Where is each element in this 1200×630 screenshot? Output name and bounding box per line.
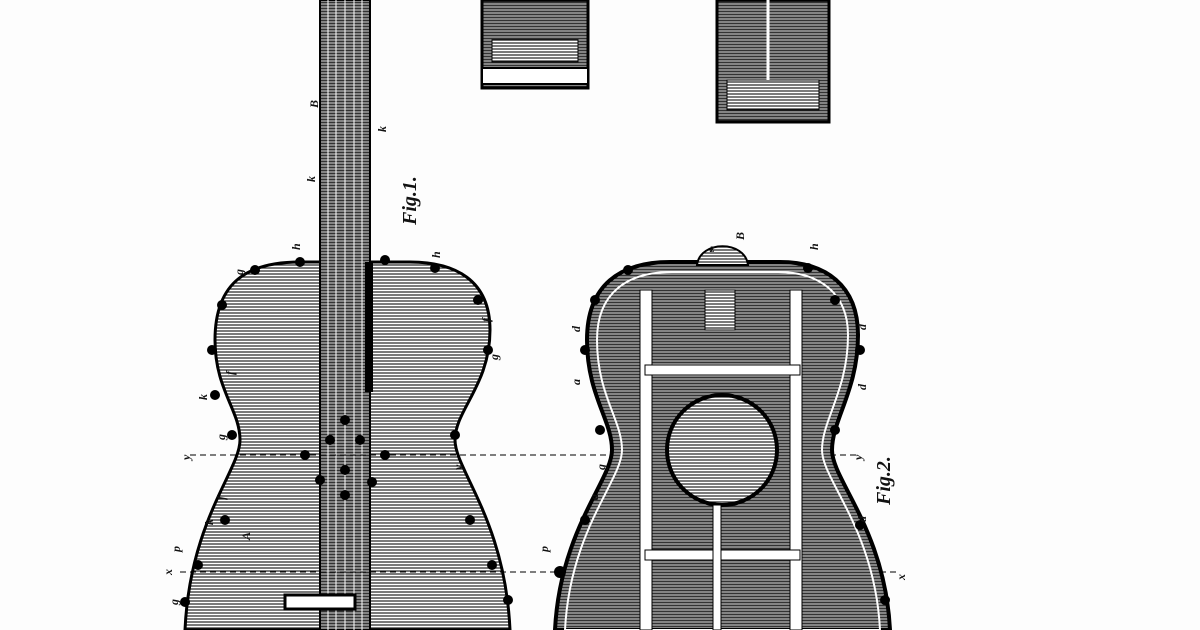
ref-letter: k — [304, 176, 318, 182]
ref-letter: d — [855, 383, 869, 390]
ref-letter: h — [289, 243, 303, 250]
ref-letter: k — [202, 519, 216, 525]
ref-letter: B — [733, 232, 747, 241]
ref-letter: x — [161, 569, 175, 576]
ref-letter: y — [179, 454, 193, 462]
ref-letter: d — [855, 323, 869, 330]
detail-box-right — [715, 0, 831, 124]
ref-letter: k — [196, 394, 210, 400]
detail-box-left — [480, 0, 590, 90]
ref-letter: A — [239, 532, 253, 541]
ref-letter: y — [451, 464, 465, 472]
ref-letter: f — [223, 370, 237, 375]
fig2-label: Fig.2. — [873, 456, 895, 506]
ref-letter: x — [894, 574, 908, 581]
ref-letter: h — [807, 243, 821, 250]
ref-letter: g — [594, 464, 608, 471]
ref-letter: a — [569, 379, 583, 385]
ref-letter: g — [167, 599, 181, 606]
ref-letter: d — [569, 325, 583, 332]
ref-letter: g — [214, 434, 228, 441]
ref-letter: g — [232, 269, 246, 276]
ref-letter: p — [537, 546, 551, 553]
ref-letter: h — [429, 251, 443, 258]
fig1-guitar — [180, 0, 900, 630]
ref-letter: z — [709, 241, 715, 255]
ref-letter: B — [307, 100, 321, 109]
ref-letter: f — [214, 495, 228, 500]
fig2-guitar-interior — [552, 245, 893, 630]
ref-letter: k — [375, 126, 389, 132]
ref-letter: a — [587, 494, 601, 500]
reference-letters: B k k h h g f g f k y g f k A x p y g z … — [161, 100, 908, 606]
ref-letter: p — [169, 546, 183, 553]
ref-letter: g — [487, 354, 501, 361]
fig1-label: Fig.1. — [399, 176, 421, 226]
ref-letter: y — [851, 454, 865, 462]
ref-letter: d — [855, 515, 869, 522]
ref-letter: f — [479, 317, 493, 322]
